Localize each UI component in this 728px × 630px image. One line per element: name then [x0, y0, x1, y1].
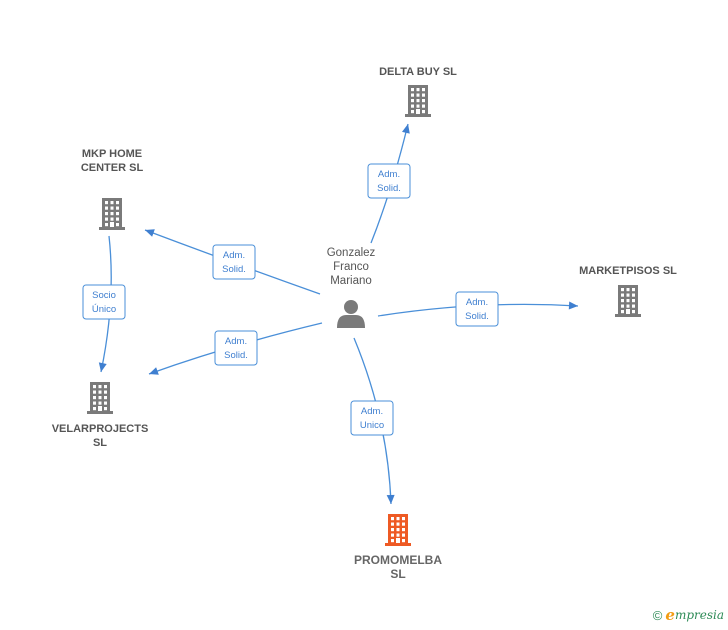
relation-label-marketpisos: Adm. Solid.	[455, 291, 499, 327]
relation-label-box	[212, 244, 256, 280]
relation-label-text: Adm.	[361, 406, 383, 417]
building-icon	[87, 382, 113, 414]
relation-label-text: Solid.	[465, 311, 489, 322]
person-name-line: Gonzalez	[327, 247, 376, 259]
company-name-line: SL	[390, 567, 405, 581]
relation-label-text: Socio	[92, 290, 116, 301]
company-name-line: CENTER SL	[81, 162, 144, 174]
relation-label-text: Único	[92, 304, 116, 315]
arrowhead-promomelba	[386, 494, 395, 504]
relation-label-box	[367, 163, 411, 199]
company-node-velar[interactable]: VELARPROJECTS SL	[52, 382, 149, 449]
company-name-line: MARKETPISOS SL	[579, 265, 677, 277]
relation-label-text: Unico	[360, 420, 384, 431]
company-name-line: MKP HOME	[82, 148, 142, 160]
copyright-symbol: ©	[652, 607, 663, 623]
building-icon	[405, 85, 431, 117]
relation-label-mkp: Adm. Solid.	[212, 244, 256, 280]
person-name-line: Mariano	[330, 275, 372, 287]
company-node-delta[interactable]: DELTA BUY SL	[379, 66, 457, 117]
relation-label-delta: Adm. Solid.	[367, 163, 411, 199]
building-icon	[615, 285, 641, 317]
relation-label-text: Adm.	[378, 169, 400, 180]
arrowhead-mkp-velar	[98, 362, 107, 372]
person-name-line: Franco	[333, 261, 369, 273]
relation-label-promomelba: Adm. Unico	[350, 400, 394, 436]
company-name-line: PROMOMELBA	[354, 553, 442, 567]
relation-labels-layer: Adm. Solid. Adm. Solid. Adm. Solid. Adm. Solid.…	[82, 163, 499, 436]
relation-label-velar: Adm. Solid.	[214, 330, 258, 366]
company-node-mkp[interactable]: MKP HOME CENTER SL	[81, 148, 144, 230]
relations-layer	[98, 123, 579, 505]
arrowhead-mkp	[145, 229, 155, 237]
company-node-marketpisos[interactable]: MARKETPISOS SL	[579, 265, 677, 317]
arrowhead-delta	[402, 124, 410, 134]
relation-label-box	[350, 400, 394, 436]
relation-label-text: Solid.	[224, 350, 248, 361]
relation-label-text: Solid.	[222, 264, 246, 275]
relation-label-box	[455, 291, 499, 327]
arrowhead-velar	[149, 367, 159, 375]
company-name-line: VELARPROJECTS	[52, 423, 149, 435]
relation-label-box	[214, 330, 258, 366]
brand-name: mpresia	[674, 608, 724, 622]
relation-label-text: Adm.	[225, 336, 247, 347]
building-icon	[385, 514, 411, 546]
company-name-line: DELTA BUY SL	[379, 66, 457, 78]
building-icon	[99, 198, 125, 230]
brand-logo-mark: e	[665, 606, 675, 624]
relation-label-text: Adm.	[466, 297, 488, 308]
person-icon	[337, 300, 365, 328]
company-name-line: SL	[93, 437, 107, 449]
relation-label-box	[82, 284, 126, 320]
arrowhead-marketpisos	[568, 301, 578, 310]
relation-label-text: Solid.	[377, 183, 401, 194]
relation-label-text: Adm.	[223, 250, 245, 261]
